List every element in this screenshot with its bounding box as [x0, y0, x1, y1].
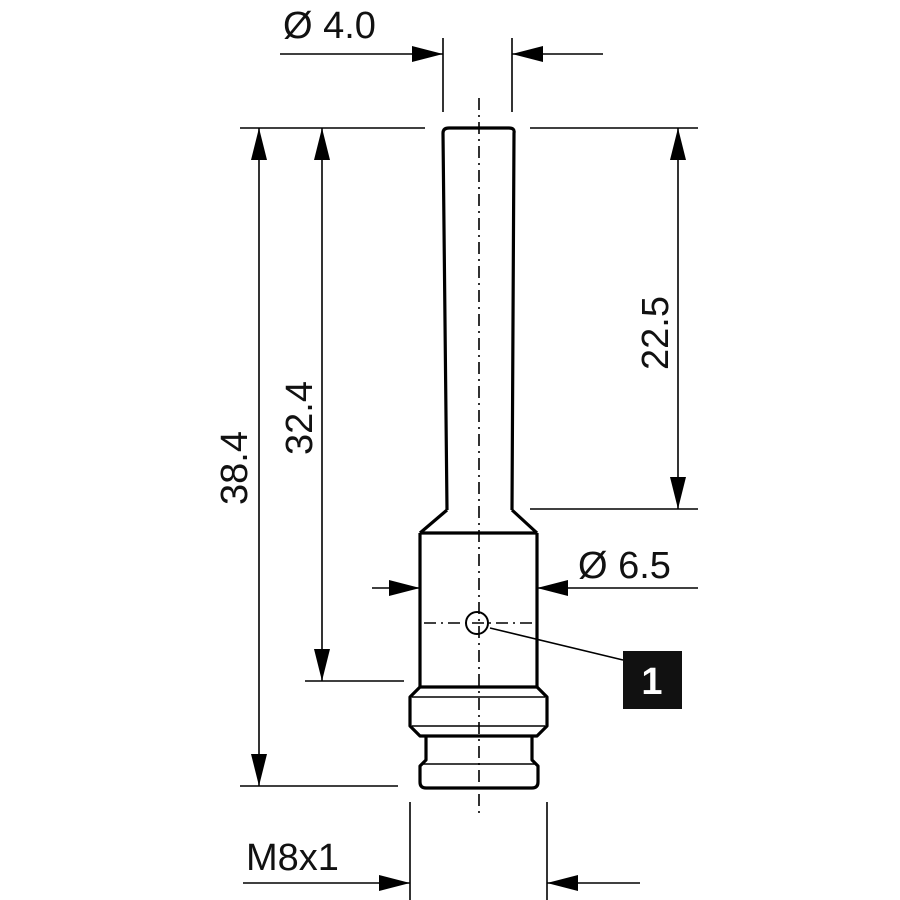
arrow-right-icon	[412, 46, 443, 62]
sensor-connector	[418, 736, 540, 790]
arrow-up-icon	[670, 128, 686, 160]
arrow-up-icon	[251, 128, 267, 160]
body-diameter-label: Ø 6.5	[578, 545, 671, 587]
arrow-left-icon	[547, 875, 578, 891]
callout-box	[623, 651, 682, 709]
arrow-down-icon	[314, 649, 330, 681]
arrow-down-icon	[251, 754, 267, 786]
dimension-overall-length: 38.4	[214, 128, 398, 787]
tip-diameter-label: Ø 4.0	[283, 5, 376, 47]
callout-leader	[489, 627, 624, 661]
arrow-up-icon	[314, 128, 330, 160]
sensor-body	[408, 126, 549, 790]
led-indicator-icon	[465, 611, 489, 635]
sensor-nut	[408, 685, 549, 738]
sensor-tip	[441, 126, 516, 511]
overall-length-label: 38.4	[214, 431, 256, 505]
arrow-right-icon	[379, 875, 410, 891]
callout-1: 1	[489, 627, 682, 709]
thread-label: M8x1	[246, 837, 339, 879]
arrow-left-icon	[512, 46, 543, 62]
arrow-down-icon	[670, 477, 686, 509]
sensor-taper	[418, 508, 539, 535]
sensor-main-body	[418, 531, 539, 687]
tip-length-label: 22.5	[635, 296, 677, 370]
dimension-body-diameter: Ø 6.5	[372, 545, 698, 596]
arrow-left-icon	[537, 580, 568, 596]
dimension-thread: M8x1	[243, 802, 640, 900]
arrow-right-icon	[389, 580, 420, 596]
dimension-length-to-connector: 32.4	[279, 128, 404, 682]
callout-number: 1	[641, 661, 662, 703]
dimension-tip-diameter: Ø 4.0	[280, 5, 603, 112]
length-to-connector-label: 32.4	[279, 381, 321, 455]
dimension-tip-length: 22.5	[530, 128, 698, 510]
